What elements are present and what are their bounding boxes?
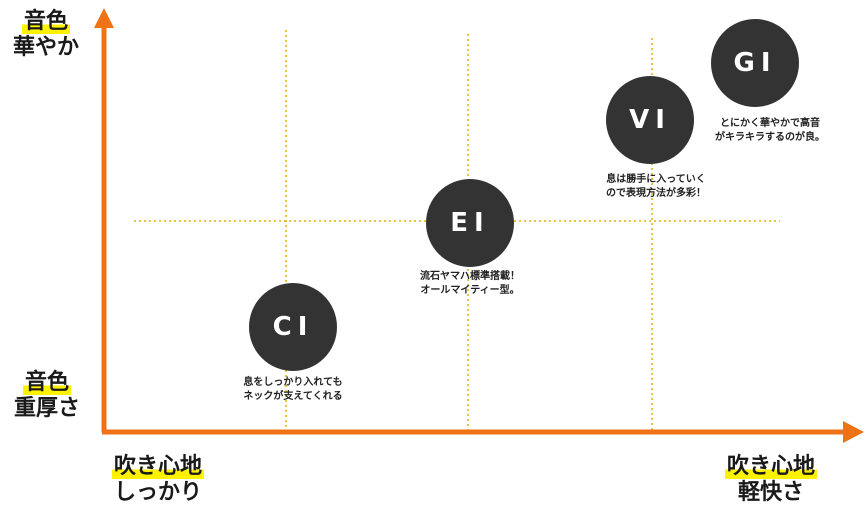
y-bottom-line1: 音色 <box>22 370 71 395</box>
item-vi-desc-line2: ので表現方法が多彩！ <box>606 188 706 199</box>
item-ci-bubble: CI <box>249 283 337 371</box>
item-gi-description: とにかく華やかで高音 がキラキラするのが良。 <box>680 117 860 145</box>
y-axis-bottom-label: 音色 重厚さ <box>2 370 92 422</box>
item-vi-bubble: VI <box>606 76 694 164</box>
item-ei-desc-line2: オールマイティー型。 <box>420 285 520 296</box>
item-ci-description: 息をしっかり入れても ネックが支えてくれる <box>203 376 383 404</box>
item-gi-desc-line1: とにかく華やかで高音 <box>720 118 820 129</box>
item-ei-desc-line1: 流石ヤマハ標準搭載！ <box>420 271 520 282</box>
x-axis-right-label: 吹き心地 軽快さ <box>704 454 838 506</box>
y-axis-top-label: 音色 華やか <box>2 9 90 61</box>
x-right-line1: 吹き心地 <box>724 454 817 479</box>
x-axis-arrow <box>843 421 864 443</box>
x-left-line1: 吹き心地 <box>111 454 204 479</box>
item-ci-desc-line2: ネックが支えてくれる <box>243 391 343 402</box>
item-ei-description: 流石ヤマハ標準搭載！ オールマイティー型。 <box>380 270 560 298</box>
y-top-line2: 華やか <box>12 35 79 60</box>
x-axis-left-label: 吹き心地 しっかり <box>96 454 220 506</box>
y-axis-arrow <box>94 8 114 28</box>
item-gi-bubble: GI <box>711 19 799 107</box>
x-left-line2: しっかり <box>113 480 202 505</box>
item-vi-description: 息は勝手に入っていく ので表現方法が多彩！ <box>566 173 746 201</box>
y-top-line1: 音色 <box>21 9 70 34</box>
y-bottom-line2: 重厚さ <box>13 396 80 421</box>
item-ei-bubble: EI <box>426 179 514 267</box>
item-vi-desc-line1: 息は勝手に入っていく <box>606 174 706 185</box>
item-ci-desc-line1: 息をしっかり入れても <box>243 377 343 388</box>
item-gi-desc-line2: がキラキラするのが良。 <box>715 132 825 143</box>
x-right-line2: 軽快さ <box>737 480 804 505</box>
